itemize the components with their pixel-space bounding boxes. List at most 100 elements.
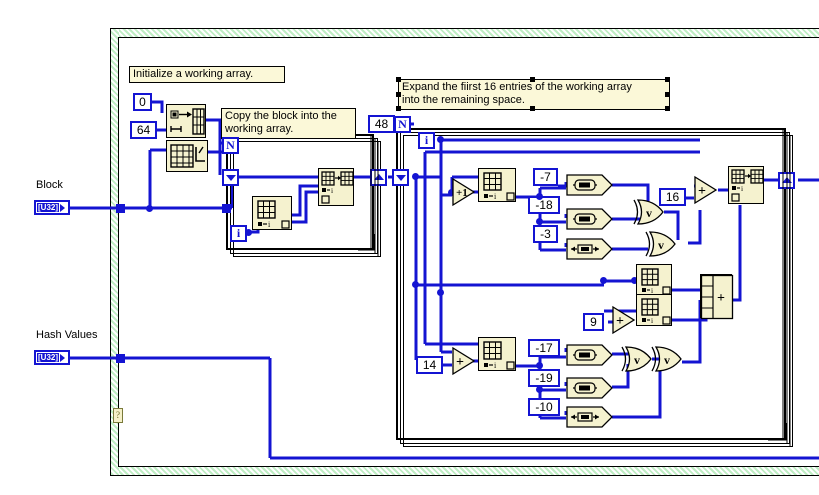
constant-14[interactable]: 14 [416, 356, 443, 374]
constant-64[interactable]: 64 [130, 121, 157, 139]
xor-icon: v [621, 346, 652, 372]
shift-register-left-loop2[interactable] [392, 169, 409, 186]
initialize-array-node[interactable] [166, 104, 206, 138]
selection-handle[interactable] [396, 92, 401, 97]
tunnel-hash-entry[interactable] [116, 354, 125, 363]
index-array-node-2[interactable]: i [478, 168, 516, 202]
wire-junction [536, 218, 543, 225]
logical-shift-icon [566, 406, 613, 428]
constant-48[interactable]: 48 [368, 115, 395, 133]
xor-icon: v [633, 199, 664, 225]
svg-text:v: v [664, 353, 670, 367]
loop-count-terminal-2[interactable]: N [394, 116, 411, 133]
logical-shift-node-2[interactable] [566, 406, 614, 428]
index-array-icon: i [641, 268, 671, 295]
tunnel-loop1-block[interactable] [222, 204, 231, 213]
selection-handle[interactable] [665, 77, 670, 82]
rotate-icon [566, 344, 613, 366]
frame-edge-bottom [110, 475, 819, 476]
selection-handle[interactable] [396, 77, 401, 82]
index-array-node-5[interactable]: i [478, 337, 516, 371]
shift-register-left-loop1[interactable] [222, 169, 239, 186]
rotate-node-2[interactable] [566, 208, 614, 230]
constant-16[interactable]: 16 [659, 188, 686, 206]
index-array-icon: i [483, 172, 515, 201]
loop-count-terminal-1[interactable]: N [222, 137, 239, 154]
add-node-9[interactable]: + [612, 305, 640, 335]
svg-text:+1: +1 [456, 187, 468, 199]
constant-neg18[interactable]: -18 [528, 196, 560, 214]
constant-neg10[interactable]: -10 [528, 398, 560, 416]
index-array-icon: i [257, 200, 290, 229]
xor-icon: v [645, 231, 676, 257]
index-array-node-1[interactable]: i [252, 196, 292, 230]
index-array-icon: i [641, 298, 671, 325]
replace-array-subset-node-1[interactable]: i [318, 168, 354, 206]
svg-text:v: v [646, 206, 652, 220]
constant-neg3[interactable]: -3 [533, 225, 558, 243]
constant-neg19[interactable]: -19 [528, 369, 560, 387]
increment-node[interactable]: +1 [452, 177, 482, 207]
for-loop-2-shadow-b [403, 135, 793, 447]
selection-handle[interactable] [530, 106, 535, 111]
index-array-node-3[interactable]: i [636, 264, 672, 296]
for-loop-2[interactable] [396, 128, 786, 440]
terminal-hash-values-datatype: [U32] [37, 353, 60, 362]
iteration-terminal-2[interactable]: i [418, 132, 435, 149]
add-icon: + [694, 175, 718, 205]
frame-edge-bottom-inner [118, 466, 819, 467]
wire-junction [536, 193, 543, 200]
replace-array-subset-node-2[interactable]: i [728, 166, 764, 204]
wire-junction [245, 229, 252, 236]
svg-text:+: + [456, 355, 464, 370]
index-array-node-4[interactable]: i [636, 294, 672, 326]
exclusive-or-node-2[interactable]: v [645, 230, 678, 258]
selection-handle[interactable] [530, 77, 535, 82]
add-node-14[interactable]: + [452, 346, 480, 376]
compound-arithmetic-icon: + [700, 274, 734, 320]
constant-neg17[interactable]: -17 [528, 339, 560, 357]
svg-text:+: + [717, 291, 725, 306]
terminal-block[interactable]: [U32] [34, 200, 70, 215]
rotate-node-1[interactable] [566, 174, 614, 196]
rotate-node-4[interactable] [566, 377, 614, 399]
comment-copy-block[interactable]: Copy the block into the working array. [221, 108, 356, 139]
compound-arithmetic-node[interactable]: + [700, 274, 734, 320]
terminal-hash-values[interactable]: [U32] [34, 350, 70, 365]
rotate-node-3[interactable] [566, 344, 614, 366]
wire-junction [412, 281, 419, 288]
add-icon: + [612, 305, 636, 335]
svg-text:i: i [741, 184, 743, 193]
selection-handle[interactable] [665, 106, 670, 111]
logical-shift-node-1[interactable] [566, 238, 614, 260]
add-node-16[interactable]: + [694, 175, 722, 205]
svg-text:+: + [698, 184, 706, 199]
constant-neg7[interactable]: -7 [533, 168, 558, 186]
frame-edge-top-inner [118, 37, 819, 38]
svg-text:i: i [494, 361, 497, 370]
exclusive-or-node-1[interactable]: v [633, 198, 666, 226]
tunnel-block-entry[interactable] [116, 204, 125, 213]
array-size-icon [170, 144, 205, 168]
constant-9[interactable]: 9 [583, 313, 604, 331]
replace-array-subset-icon: i [321, 171, 354, 204]
wire-junction [536, 386, 543, 393]
comment-initialize-working-array[interactable]: Initialize a working array. [129, 66, 285, 83]
selection-handle[interactable] [396, 106, 401, 111]
selection-handle[interactable] [665, 92, 670, 97]
constant-0[interactable]: 0 [133, 93, 152, 111]
exclusive-or-node-4[interactable]: v [651, 345, 684, 373]
xor-icon: v [651, 346, 682, 372]
wire-junction [437, 289, 444, 296]
wire-junction [448, 189, 455, 196]
exclusive-or-node-3[interactable]: v [621, 345, 654, 373]
frame-edge-top [110, 28, 819, 29]
array-size-node[interactable] [166, 140, 208, 172]
help-question-icon[interactable]: ? [113, 408, 123, 423]
frame-edge-left-inner [118, 37, 119, 467]
rotate-icon [566, 208, 613, 230]
